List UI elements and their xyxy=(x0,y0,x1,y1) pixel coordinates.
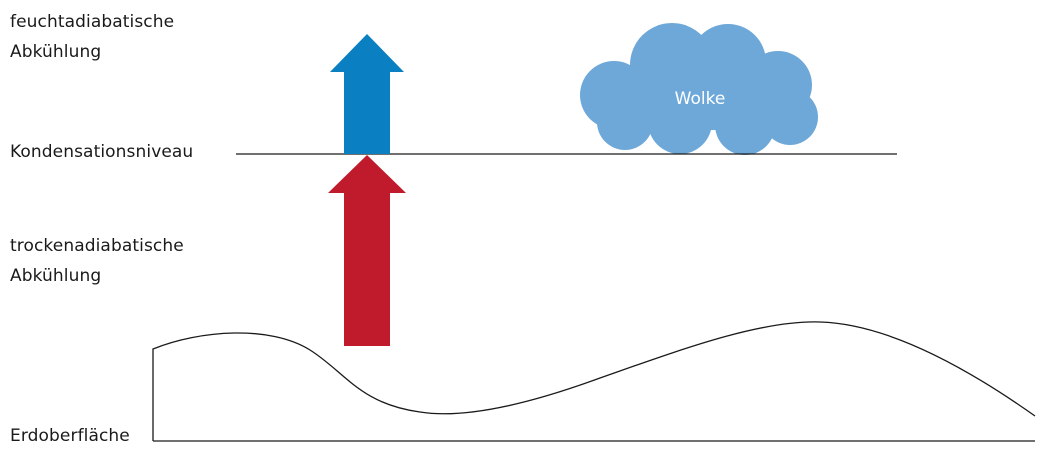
dry-adiabatic-arrow xyxy=(328,155,406,346)
cloud-label: Wolke xyxy=(675,89,726,109)
label-dry-adiabatic-cooling: trockenadiabatische Abkühlung xyxy=(10,231,184,291)
moist-adiabatic-arrow xyxy=(330,34,404,154)
label-moist-adiabatic-cooling: feuchtadiabatische Abkühlung xyxy=(10,7,174,67)
label-condensation-level: Kondensationsniveau xyxy=(10,142,194,162)
cloud-shape xyxy=(580,23,818,155)
label-moist-adiabatic-line1: feuchtadiabatische xyxy=(10,12,175,32)
label-earth-surface: Erdoberfläche xyxy=(10,426,130,446)
label-moist-adiabatic-line2: Abkühlung xyxy=(10,42,102,62)
label-dry-adiabatic-line2: Abkühlung xyxy=(10,266,102,286)
label-dry-adiabatic-line1: trockenadiabatische xyxy=(10,236,184,256)
terrain-outline xyxy=(152,321,1036,441)
